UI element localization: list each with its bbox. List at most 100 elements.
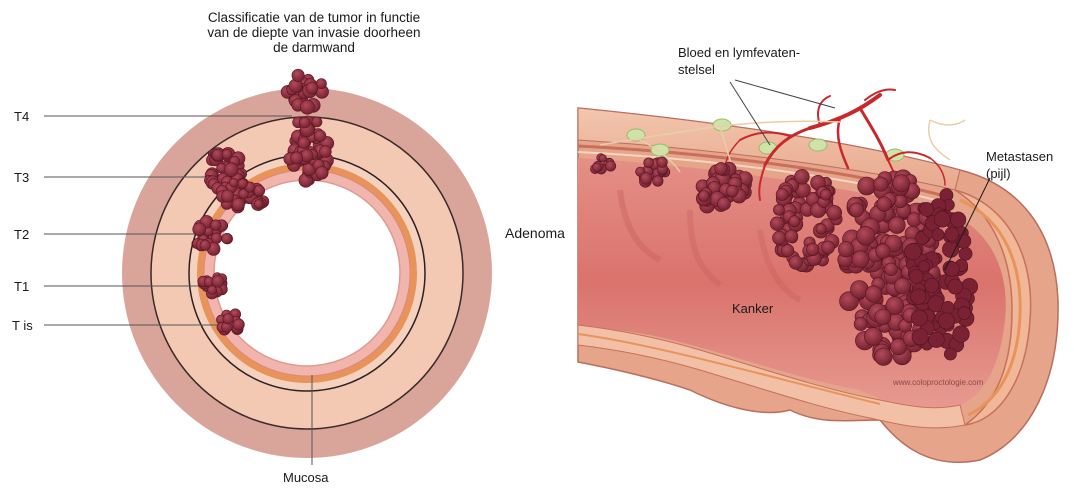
- metastatic-cell: [948, 279, 963, 294]
- tumor-cell: [640, 173, 652, 185]
- vessels-label-line: stelsel: [678, 61, 800, 78]
- vessels-label: Bloed en lymfevaten- stelsel: [678, 44, 800, 78]
- tumor-cell: [599, 155, 606, 162]
- credit-text: www.coloproctologie.com: [893, 378, 983, 387]
- tumor-cell: [254, 200, 263, 209]
- mucosa-label: Mucosa: [283, 470, 329, 485]
- tumor-cell: [893, 175, 910, 192]
- tumor-cell: [795, 169, 810, 184]
- tumor-cell: [291, 152, 303, 164]
- metastatic-cell: [942, 241, 958, 257]
- stage-label-t1: T1: [14, 279, 29, 294]
- metastatic-cell: [920, 202, 934, 216]
- lymph-node: [651, 144, 669, 156]
- tumor-cell: [726, 185, 738, 197]
- metastatic-cell: [934, 211, 950, 227]
- tumor-cell: [320, 146, 332, 158]
- tumor-cell: [773, 231, 786, 244]
- metastases-label-line: Metastasen: [986, 148, 1053, 165]
- tumor-cell: [306, 82, 318, 94]
- cross-section-diagram: [44, 69, 492, 465]
- tumor-cell: [858, 177, 876, 195]
- metastases-label-line: (pijl): [986, 165, 1053, 182]
- metastatic-cell: [959, 247, 972, 260]
- stage-label-t4: T4: [14, 109, 29, 124]
- metastatic-cell: [938, 313, 954, 329]
- tumor-cell: [822, 241, 835, 254]
- tumor-cell: [223, 314, 234, 325]
- tumor-cell: [885, 263, 898, 276]
- metastatic-cell: [905, 243, 922, 260]
- colon-segment-diagram: [578, 80, 1058, 462]
- metastatic-cell: [951, 212, 966, 227]
- tumor-cell: [211, 220, 222, 231]
- tumor-cell: [212, 275, 224, 287]
- stage-label-tis: T is: [12, 318, 33, 333]
- tumor-cell: [605, 161, 615, 171]
- tumor-cell: [889, 217, 906, 234]
- metastatic-cell: [945, 262, 960, 277]
- metastatic-cell: [911, 310, 927, 326]
- tumor-cell: [238, 179, 248, 189]
- tumor-cell: [222, 149, 232, 159]
- metastatic-cell: [909, 270, 923, 284]
- tumor-cell: [193, 223, 206, 236]
- tumor-cell: [789, 216, 800, 227]
- tumor-cell: [315, 166, 328, 179]
- tumor-cell: [593, 163, 602, 172]
- tumor-cell: [233, 319, 244, 330]
- metastatic-cell: [925, 278, 939, 292]
- adenoma-label: Adenoma: [505, 226, 565, 241]
- tumor-cell: [816, 224, 826, 234]
- tumor-cell: [789, 256, 803, 270]
- title-line: van de diepte van invasie doorheen: [150, 25, 478, 40]
- tumor-cell: [232, 198, 245, 211]
- tumor-cell: [298, 137, 310, 149]
- tumor-cell: [657, 157, 668, 168]
- tumor-cell: [806, 243, 819, 256]
- tumor-cell: [653, 176, 664, 187]
- tumor-cell: [715, 162, 728, 175]
- metastatic-cell: [953, 326, 970, 343]
- tumor-cell: [224, 163, 238, 177]
- tumor-cell: [698, 191, 709, 202]
- metastatic-cell: [932, 229, 944, 241]
- tumor-cell: [229, 178, 238, 187]
- tumor-cell: [312, 117, 322, 127]
- tumor-cell: [776, 188, 788, 200]
- metastatic-cell: [911, 289, 926, 304]
- metastatic-cell: [945, 227, 959, 241]
- tumor-cell: [222, 233, 233, 244]
- title-line: de darmwand: [150, 40, 478, 55]
- tumor-cell: [877, 197, 892, 212]
- cancer-label: Kanker: [732, 301, 773, 316]
- metastases-label: Metastasen (pijl): [986, 148, 1053, 182]
- tumor-cell: [876, 244, 890, 258]
- vessels-label-line: Bloed en lymfevaten-: [678, 44, 800, 61]
- tumor-cell: [314, 130, 326, 142]
- tumor-cell: [300, 100, 314, 114]
- tumor-cell: [292, 69, 304, 81]
- stage-label-t2: T2: [14, 227, 29, 242]
- tumor-cell: [874, 177, 888, 191]
- metastatic-cell: [944, 348, 956, 360]
- vessels-pointer-line: [735, 80, 835, 108]
- tumor-cell: [785, 230, 798, 243]
- metastatic-cell: [942, 301, 955, 314]
- metastatic-cell: [958, 307, 971, 320]
- tumor-cell: [770, 217, 784, 231]
- tumor-cell: [857, 227, 876, 246]
- tumor-cell: [718, 197, 731, 210]
- tumor-cell: [875, 348, 893, 366]
- tumor-cell: [875, 309, 891, 325]
- tumor-cell: [221, 190, 233, 202]
- tumor-cell: [894, 278, 910, 294]
- tumor-cell: [865, 286, 882, 303]
- tumor-cell: [200, 240, 211, 251]
- tumor-cell: [854, 317, 867, 330]
- tumor-cell: [852, 251, 869, 268]
- tumor-cell: [820, 189, 831, 200]
- metastatic-cell: [912, 329, 928, 345]
- tumor-cell: [299, 117, 310, 128]
